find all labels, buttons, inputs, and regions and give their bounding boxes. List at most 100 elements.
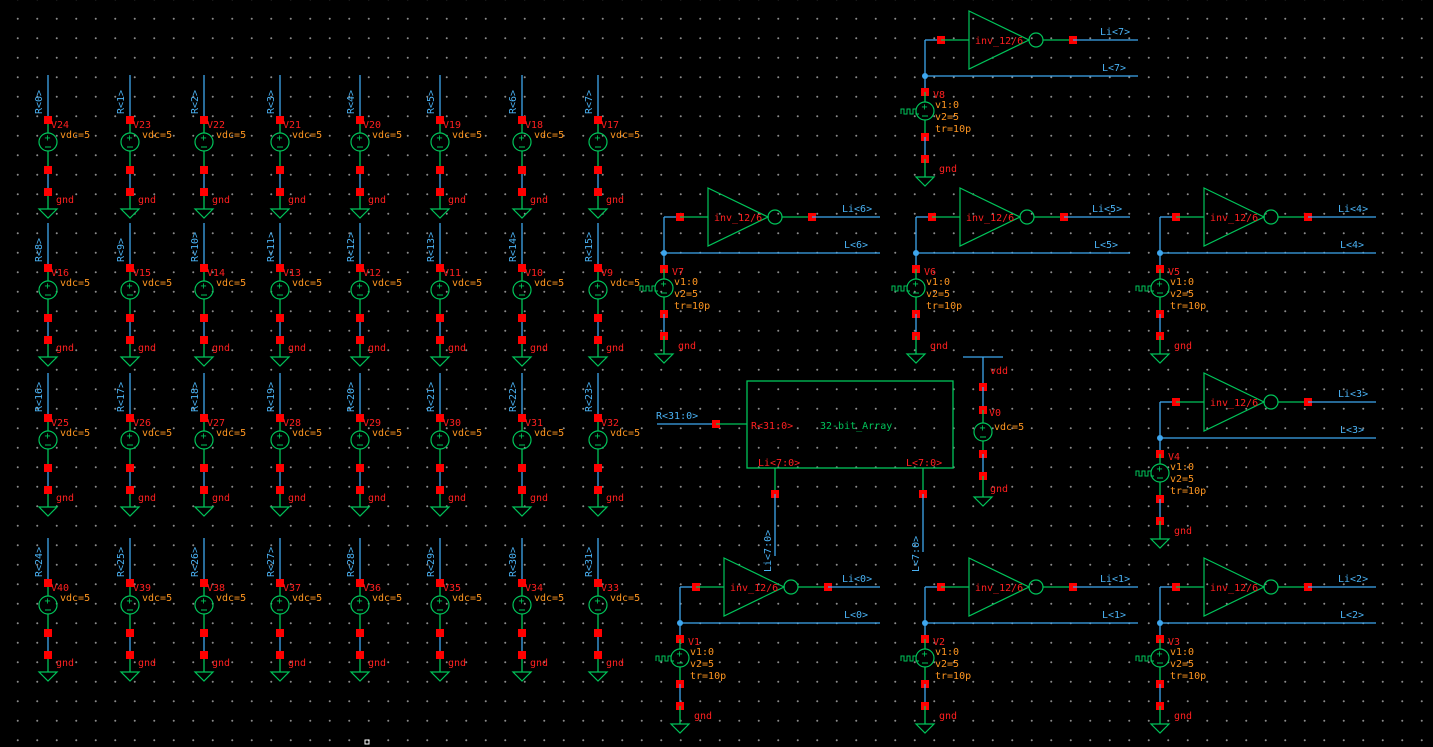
voltage-source-icon[interactable]	[588, 430, 608, 450]
voltage-source-icon[interactable]	[430, 132, 450, 152]
pin-square[interactable]	[518, 414, 526, 422]
inverter-symbol[interactable]	[723, 557, 786, 617]
pin-square[interactable]	[518, 651, 526, 659]
pin-square[interactable]	[126, 629, 134, 637]
pin-square[interactable]	[356, 336, 364, 344]
pin-square[interactable]	[436, 579, 444, 587]
pin-square[interactable]	[594, 651, 602, 659]
pin-square[interactable]	[594, 166, 602, 174]
pin-square[interactable]	[436, 264, 444, 272]
pin-square[interactable]	[126, 188, 134, 196]
voltage-source-icon[interactable]	[512, 132, 532, 152]
inverter-symbol[interactable]	[968, 557, 1031, 617]
pin-square[interactable]	[44, 464, 52, 472]
pin-square[interactable]	[44, 166, 52, 174]
voltage-source-icon[interactable]	[512, 280, 532, 300]
pin-square[interactable]	[44, 486, 52, 494]
voltage-source-icon[interactable]	[350, 430, 370, 450]
pin-square[interactable]	[126, 651, 134, 659]
pin-square[interactable]	[594, 336, 602, 344]
pin-square[interactable]	[276, 486, 284, 494]
voltage-source-icon[interactable]	[270, 595, 290, 615]
pin-square[interactable]	[518, 188, 526, 196]
pin-square[interactable]	[126, 414, 134, 422]
pin-square[interactable]	[356, 188, 364, 196]
voltage-source-icon[interactable]	[430, 595, 450, 615]
pin-square[interactable]	[436, 116, 444, 124]
voltage-source-icon[interactable]	[120, 132, 140, 152]
pin-square[interactable]	[518, 629, 526, 637]
pin-square[interactable]	[44, 414, 52, 422]
voltage-source-icon[interactable]	[194, 132, 214, 152]
pin-square[interactable]	[436, 166, 444, 174]
pin-square[interactable]	[436, 336, 444, 344]
pin-square[interactable]	[594, 414, 602, 422]
voltage-source-icon[interactable]	[512, 430, 532, 450]
inverter-symbol[interactable]	[1203, 372, 1266, 432]
pin-square[interactable]	[200, 629, 208, 637]
pin-square[interactable]	[356, 166, 364, 174]
pin-square[interactable]	[436, 464, 444, 472]
pin-square[interactable]	[276, 314, 284, 322]
voltage-source-icon[interactable]	[270, 132, 290, 152]
pin-square[interactable]	[200, 314, 208, 322]
pin-square[interactable]	[200, 336, 208, 344]
pin-square[interactable]	[518, 264, 526, 272]
pin-square[interactable]	[44, 629, 52, 637]
pin-square[interactable]	[44, 651, 52, 659]
pin-square[interactable]	[126, 579, 134, 587]
pin-square[interactable]	[44, 188, 52, 196]
pin-square[interactable]	[518, 166, 526, 174]
pin-square[interactable]	[356, 116, 364, 124]
inverter-symbol[interactable]	[959, 187, 1022, 247]
pin-square[interactable]	[594, 264, 602, 272]
voltage-source-icon[interactable]	[350, 280, 370, 300]
pin-square[interactable]	[276, 651, 284, 659]
pin-square[interactable]	[200, 116, 208, 124]
pin-square[interactable]	[594, 486, 602, 494]
pin-square[interactable]	[356, 414, 364, 422]
inverter-symbol[interactable]	[968, 10, 1031, 70]
pin-square[interactable]	[200, 464, 208, 472]
pin-square[interactable]	[276, 336, 284, 344]
pin-square[interactable]	[594, 116, 602, 124]
inverter-symbol[interactable]	[1203, 187, 1266, 247]
voltage-source-icon[interactable]	[350, 595, 370, 615]
pin-square[interactable]	[200, 414, 208, 422]
pin-square[interactable]	[356, 486, 364, 494]
voltage-source-icon[interactable]	[38, 430, 58, 450]
pin-square[interactable]	[356, 464, 364, 472]
voltage-source-icon[interactable]	[38, 132, 58, 152]
pin-square[interactable]	[276, 579, 284, 587]
pin-square[interactable]	[518, 579, 526, 587]
pin-square[interactable]	[200, 651, 208, 659]
pin-square[interactable]	[126, 336, 134, 344]
pin-square[interactable]	[594, 188, 602, 196]
pin-square[interactable]	[356, 651, 364, 659]
voltage-source-icon[interactable]	[588, 595, 608, 615]
pin-square[interactable]	[276, 188, 284, 196]
pin-square[interactable]	[200, 166, 208, 174]
pin-square[interactable]	[126, 314, 134, 322]
pin-square[interactable]	[200, 264, 208, 272]
voltage-source-icon[interactable]	[430, 280, 450, 300]
pin-square[interactable]	[276, 414, 284, 422]
pin-square[interactable]	[44, 116, 52, 124]
pin-square[interactable]	[126, 486, 134, 494]
pin-square[interactable]	[126, 116, 134, 124]
pin-square[interactable]	[356, 264, 364, 272]
pin-square[interactable]	[356, 629, 364, 637]
pin-square[interactable]	[436, 629, 444, 637]
pin-square[interactable]	[518, 464, 526, 472]
voltage-source-icon[interactable]	[194, 280, 214, 300]
voltage-source-icon[interactable]	[38, 595, 58, 615]
voltage-source-icon[interactable]	[194, 595, 214, 615]
pin-square[interactable]	[594, 579, 602, 587]
pin-square[interactable]	[200, 579, 208, 587]
pin-square[interactable]	[518, 116, 526, 124]
voltage-source-icon[interactable]	[120, 280, 140, 300]
pin-square[interactable]	[436, 651, 444, 659]
pin-square[interactable]	[518, 486, 526, 494]
pin-square[interactable]	[44, 314, 52, 322]
